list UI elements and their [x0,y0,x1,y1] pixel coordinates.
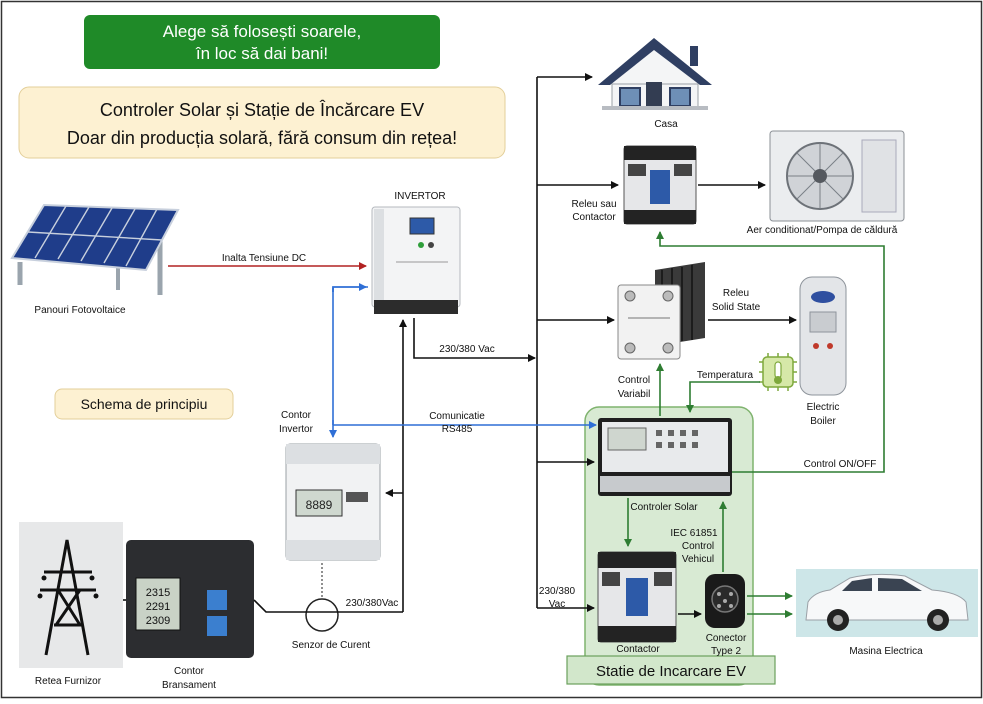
control-variable-label-1: Control [618,375,650,386]
rs485-inverter-branch [332,286,368,425]
schema-label-box [54,388,234,420]
headline-line-2: Doar din producția solară, fără consum d… [67,128,457,148]
sensor-ac-label: 230/380Vac [346,598,399,609]
ev-station-label-box [566,655,776,685]
house-icon [598,38,712,110]
connector-label-2: Type 2 [711,646,741,657]
main-meter-label-2: Bransament [162,680,216,691]
hv-dc-label: Inalta Tensiune DC [222,253,306,264]
station-ac-label-2: Vac [549,599,566,610]
temperature-line [686,381,760,413]
inverter-meter-label-1: Contor [281,410,312,421]
house-label: Casa [654,119,678,130]
ssr-label-1: Releu [723,288,749,299]
boiler-icon [799,276,847,396]
current-sensor-label: Senzor de Curent [292,640,371,651]
slogan-banner [84,15,440,69]
rs485-label-2: RS485 [442,424,473,435]
inverter-label: INVERTOR [394,191,445,202]
on-off-control-line [656,231,885,473]
temperature-label: Temperatura [697,370,754,381]
iec-label-1: IEC 61851 [670,528,718,539]
headline-line-1: Controler Solar și Stație de Încărcare E… [100,100,424,120]
slogan-line-2: în loc să dai bani! [195,44,328,63]
ssr-icon [617,262,705,360]
connector-label-1: Conector [706,633,747,644]
relay-contactor-label-1: Releu sau [571,199,616,210]
on-off-label: Control ON/OFF [804,459,877,470]
meter-to-sensor [253,599,403,613]
inverter-meter-icon: 8889 [285,443,381,561]
headline-box [18,86,506,159]
rs485-to-inverter [332,283,367,292]
electric-car-icon [796,569,978,637]
contactor-icon [597,551,677,643]
ev-station-label: Statie de Incarcare EV [596,663,746,680]
temperature-sensor-icon [759,353,797,391]
ac-bus-label: 230/380 Vac [439,344,494,355]
grid-tower-icon [19,522,123,668]
rs485-label-1: Comunicatie [429,411,485,422]
boiler-label-2: Boiler [810,416,836,427]
main-meter-icon: 2315 2291 2309 [126,540,254,658]
slogan-line-1: Alege să folosești soarele, [163,22,361,41]
station-ac-label-1: 230/380 [539,586,576,597]
svg-text:8889: 8889 [306,498,333,512]
solar-controller-label: Controler Solar [630,502,698,513]
solar-panels-icon [10,203,180,295]
ssr-label-2: Solid State [712,302,761,313]
schema-label: Schema de principiu [81,396,208,412]
grid-label: Retea Furnizor [35,676,102,687]
iec-label-2: Control [682,541,714,552]
iec-label-3: Vehicul [682,554,714,565]
ev-label: Masina Electrica [849,646,923,657]
relay-contactor-icon [623,145,697,225]
relay-contactor-label-2: Contactor [572,212,616,223]
control-variable-label-2: Variabil [618,389,651,400]
solar-controller-icon [598,418,732,496]
svg-text:2309: 2309 [146,615,170,627]
heat-pump-icon [769,130,905,222]
current-sensor-icon [305,563,339,632]
svg-text:2315: 2315 [146,587,170,599]
main-meter-label-1: Contor [174,666,205,677]
heat-pump-label: Aer conditionat/Pompa de căldură [747,225,898,236]
boiler-label-1: Electric [807,402,840,413]
panels-label: Panouri Fotovoltaice [34,305,126,316]
type2-connector-icon [705,574,745,628]
inverter-ac-output [413,318,536,362]
svg-text:2291: 2291 [146,601,170,613]
inverter-meter-label-2: Invertor [279,424,314,435]
inverter-icon [371,206,461,314]
contactor-label: Contactor [616,644,660,655]
